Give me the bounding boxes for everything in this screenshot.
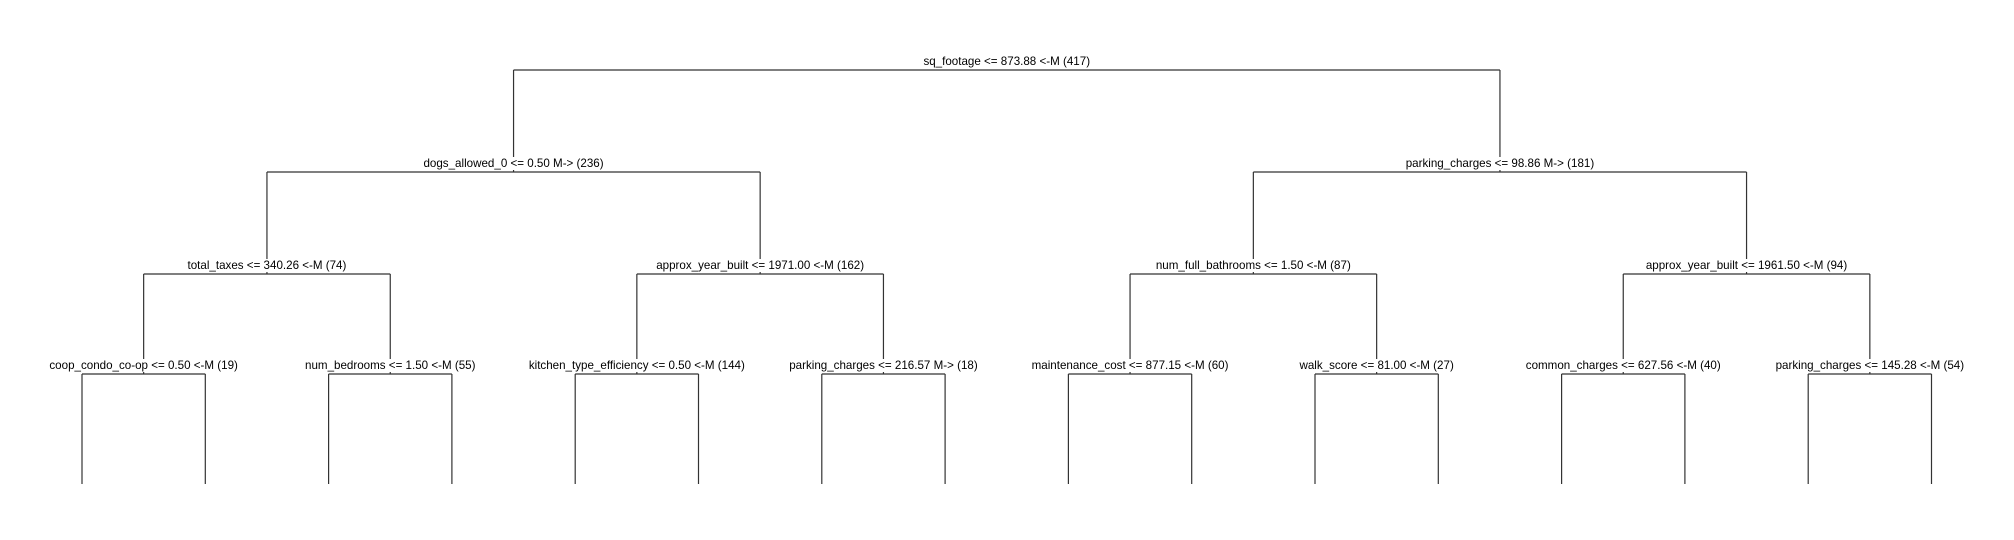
- node-label-background-lr: [653, 259, 868, 272]
- node-label-lr: approx_year_built <= 1971.00 <-M (162): [656, 259, 864, 272]
- node-label-group-lr: approx_year_built <= 1971.00 <-M (162): [653, 259, 868, 272]
- node-label-background-lrl: [525, 359, 748, 372]
- node-label-group-l: dogs_allowed_0 <= 0.50 M-> (236): [420, 157, 607, 170]
- node-label-r: parking_charges <= 98.86 M-> (181): [1406, 157, 1595, 170]
- node-label-rlr: walk_score <= 81.00 <-M (27): [1298, 359, 1453, 372]
- node-label-background-rrr: [1772, 359, 1968, 372]
- node-label-lll: coop_condo_co-op <= 0.50 <-M (19): [49, 359, 238, 372]
- node-label-group-lrl: kitchen_type_efficiency <= 0.50 <-M (144…: [525, 359, 748, 372]
- node-label-background-lll: [46, 359, 242, 372]
- node-label-l: dogs_allowed_0 <= 0.50 M-> (236): [423, 157, 603, 170]
- node-label-group-rrr: parking_charges <= 145.28 <-M (54): [1772, 359, 1968, 372]
- node-label-background-llr: [302, 359, 479, 372]
- node-label-group-root: sq_footage <= 873.88 <-M (417): [920, 55, 1094, 68]
- node-label-rr: approx_year_built <= 1961.50 <-M (94): [1646, 259, 1848, 272]
- node-label-lrr: parking_charges <= 216.57 M-> (18): [789, 359, 978, 372]
- node-label-background-rlr: [1295, 359, 1457, 372]
- node-label-group-rr: approx_year_built <= 1961.50 <-M (94): [1642, 259, 1851, 272]
- node-label-background-rl: [1152, 259, 1354, 272]
- node-label-group-rll: maintenance_cost <= 877.15 <-M (60): [1028, 359, 1232, 372]
- node-label-root: sq_footage <= 873.88 <-M (417): [923, 55, 1090, 68]
- tree-node-labels: sq_footage <= 873.88 <-M (417) dogs_allow…: [46, 55, 1968, 372]
- node-label-group-lll: coop_condo_co-op <= 0.50 <-M (19): [46, 359, 242, 372]
- node-label-group-rlr: walk_score <= 81.00 <-M (27): [1295, 359, 1457, 372]
- node-label-llr: num_bedrooms <= 1.50 <-M (55): [305, 359, 476, 372]
- node-label-background-rll: [1028, 359, 1232, 372]
- node-label-group-r: parking_charges <= 98.86 M-> (181): [1402, 157, 1598, 170]
- node-label-background-lrr: [786, 359, 981, 372]
- node-label-ll: total_taxes <= 340.26 <-M (74): [188, 259, 347, 272]
- node-label-rll: maintenance_cost <= 877.15 <-M (60): [1032, 359, 1229, 372]
- node-label-rrr: parking_charges <= 145.28 <-M (54): [1776, 359, 1965, 372]
- tree-edges: [81, 69, 1933, 484]
- node-label-group-rrl: common_charges <= 627.56 <-M (40): [1522, 359, 1724, 372]
- node-label-background-r: [1402, 157, 1598, 170]
- node-label-background-l: [420, 157, 607, 170]
- node-label-group-rl: num_full_bathrooms <= 1.50 <-M (87): [1152, 259, 1354, 272]
- node-label-rl: num_full_bathrooms <= 1.50 <-M (87): [1156, 259, 1351, 272]
- node-label-group-ll: total_taxes <= 340.26 <-M (74): [184, 259, 350, 272]
- node-label-group-llr: num_bedrooms <= 1.50 <-M (55): [302, 359, 479, 372]
- node-label-background-rr: [1642, 259, 1851, 272]
- node-label-lrl: kitchen_type_efficiency <= 0.50 <-M (144…: [529, 359, 745, 372]
- node-label-background-root: [920, 55, 1094, 68]
- node-label-background-ll: [184, 259, 350, 272]
- node-label-group-lrr: parking_charges <= 216.57 M-> (18): [786, 359, 981, 372]
- node-label-rrl: common_charges <= 627.56 <-M (40): [1526, 359, 1721, 372]
- node-label-background-rrl: [1522, 359, 1724, 372]
